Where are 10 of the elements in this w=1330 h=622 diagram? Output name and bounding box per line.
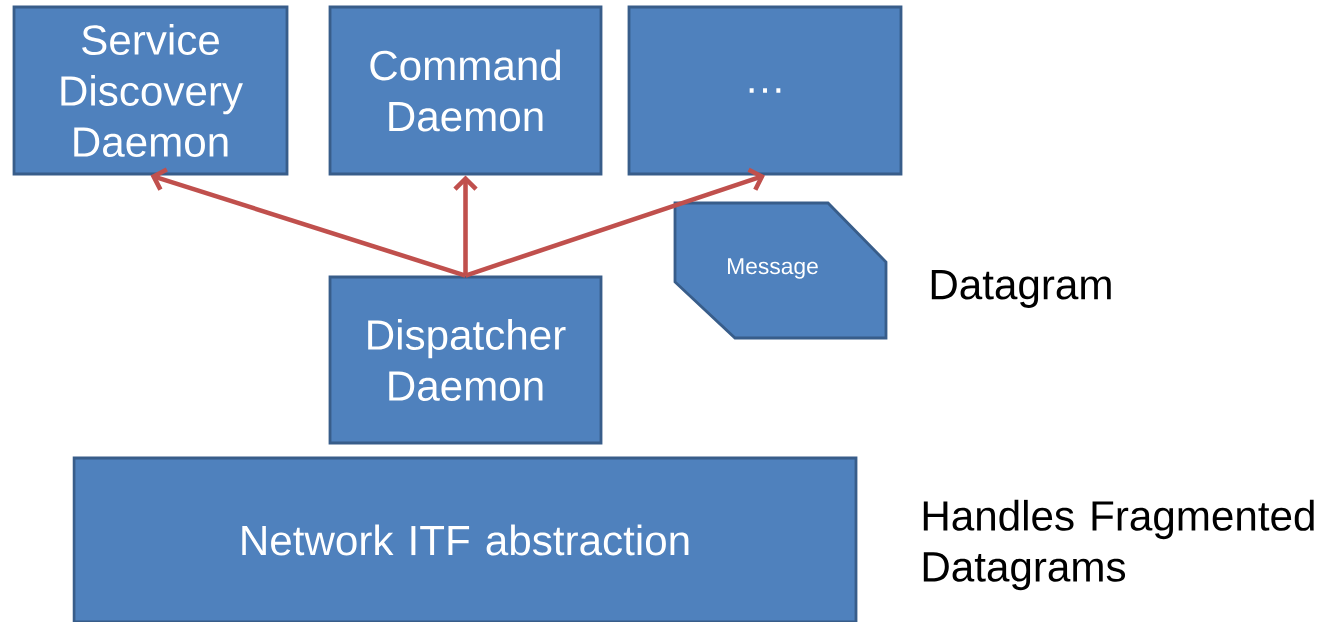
- arrow: [464, 167, 765, 278]
- side-label: Datagram: [931, 270, 1111, 308]
- process-box: Network ITF abstraction: [72, 456, 858, 622]
- process-box: Service Discovery Daemon: [12, 5, 289, 176]
- side-label: Handles Fragmented Datagrams: [923, 499, 1314, 591]
- process-box: …: [627, 5, 903, 176]
- arrow: [150, 167, 467, 278]
- process-box: Dispatcher Daemon: [328, 275, 603, 445]
- process-box: Command Daemon: [328, 5, 603, 176]
- arrow: [453, 175, 478, 276]
